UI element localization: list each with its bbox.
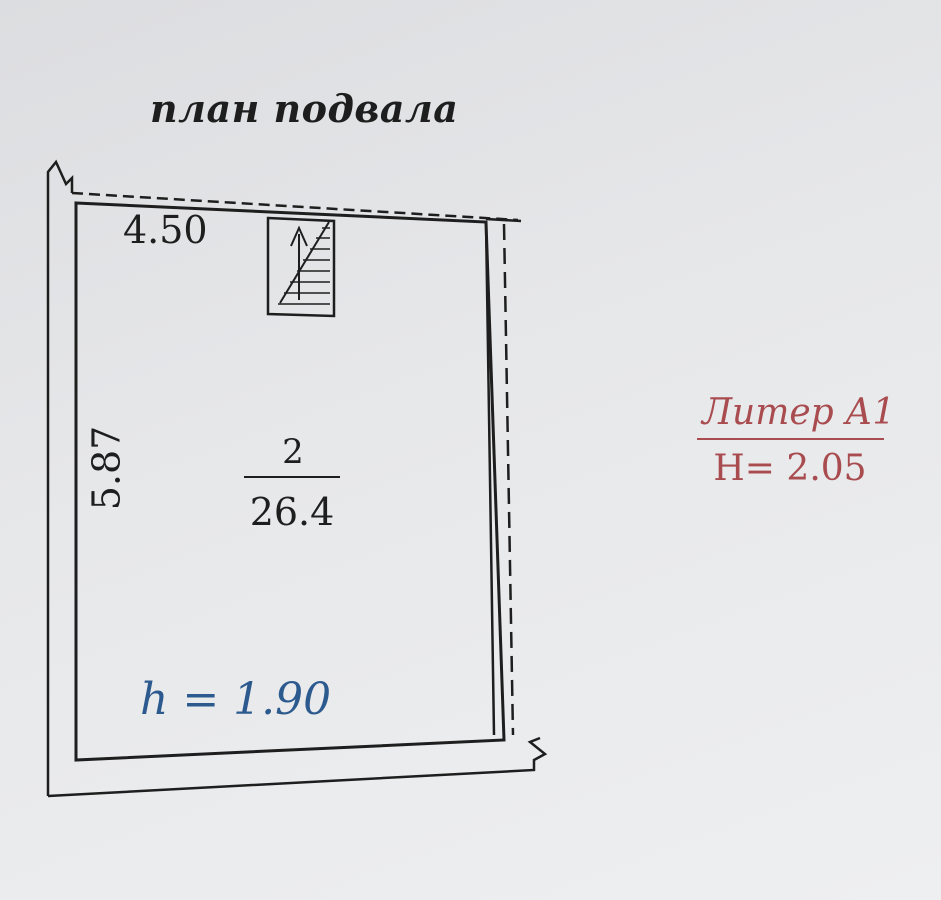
- length-dimension: 5.87: [84, 425, 129, 511]
- dashed-wall-top: [71, 191, 519, 222]
- outer-wall-line: [46, 159, 74, 796]
- room-area: 26.4: [249, 490, 335, 534]
- wall-end-tick: [485, 217, 522, 223]
- liter-height: Н= 2.05: [713, 448, 867, 489]
- plan-title: план подвала: [150, 86, 459, 131]
- inner-wall-right: [484, 221, 496, 736]
- dashed-wall-right: [502, 223, 515, 736]
- ceiling-height-note: h = 1.90: [140, 674, 332, 725]
- width-dimension: 4.50: [123, 208, 208, 252]
- outer-wall-bottom-line: [47, 736, 548, 798]
- room-number: 2: [282, 432, 304, 472]
- liter-name: Литер А1: [702, 392, 896, 433]
- room-outline: [74, 201, 506, 762]
- staircase-icon: [266, 216, 336, 318]
